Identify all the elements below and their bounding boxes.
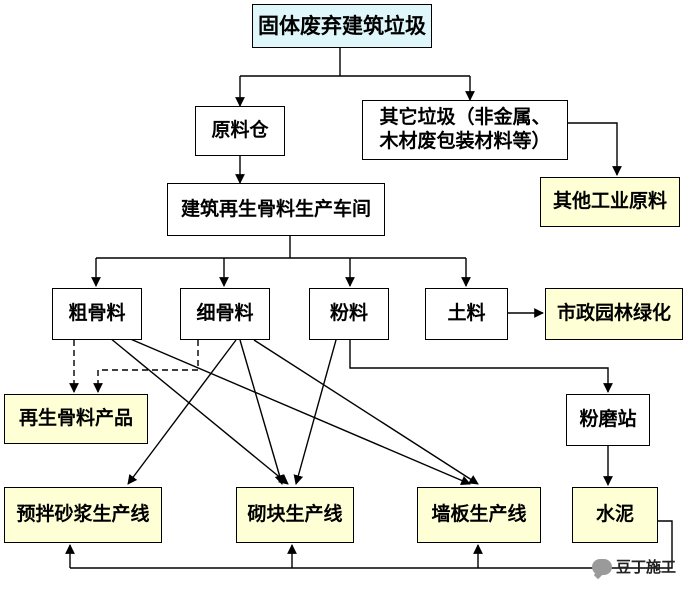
node-coarse-label: 粗骨料 bbox=[68, 302, 126, 325]
node-workshop: 建筑再生骨料生产车间 bbox=[167, 183, 385, 236]
node-recycled-product: 再生骨料产品 bbox=[4, 394, 148, 444]
edge-feedback-loop bbox=[70, 520, 673, 569]
edge-other-to-materials bbox=[568, 122, 622, 176]
node-grinding: 粉磨站 bbox=[566, 394, 650, 446]
node-fine-label: 细骨料 bbox=[196, 302, 254, 325]
node-cement: 水泥 bbox=[572, 487, 658, 543]
edge-fine-to-block bbox=[239, 339, 285, 485]
node-raw-storage: 原料仓 bbox=[195, 106, 285, 156]
watermark-text: 豆丁施工 bbox=[615, 558, 676, 576]
node-other-materials: 其他工业原料 bbox=[540, 177, 680, 227]
node-wallboard-line: 墙板生产线 bbox=[417, 487, 541, 543]
node-grinding-label: 粉磨站 bbox=[579, 408, 637, 431]
node-soil-label: 土料 bbox=[447, 302, 486, 325]
node-raw-storage-label: 原料仓 bbox=[211, 119, 269, 142]
node-powder: 粉料 bbox=[309, 288, 389, 340]
node-root: 固体废弃建筑垃圾 bbox=[252, 4, 432, 48]
node-block-line: 砌块生产线 bbox=[236, 487, 354, 543]
node-recycled-product-label: 再生骨料产品 bbox=[18, 407, 133, 430]
node-cement-label: 水泥 bbox=[595, 503, 634, 526]
node-premix-line: 预拌砂浆生产线 bbox=[4, 487, 162, 543]
node-block-line-label: 砌块生产线 bbox=[247, 503, 343, 526]
node-root-label: 固体废弃建筑垃圾 bbox=[258, 13, 426, 38]
node-other-waste-line2: 木材废包装材料等） bbox=[379, 130, 551, 152]
edge-powder-to-grinding bbox=[349, 340, 613, 393]
node-other-waste-line1: 其它垃圾（非金属、 bbox=[379, 106, 551, 129]
edge-workshop-split bbox=[96, 236, 466, 259]
edge-coarse-to-block bbox=[109, 337, 289, 485]
node-soil: 土料 bbox=[425, 288, 508, 340]
node-coarse: 粗骨料 bbox=[52, 288, 142, 340]
node-fine: 细骨料 bbox=[180, 288, 270, 340]
node-powder-label: 粉料 bbox=[329, 302, 368, 325]
edge-fine-dashed bbox=[93, 340, 199, 393]
edge-coarse-to-wallboard bbox=[127, 337, 471, 486]
edge-fine-to-wallboard bbox=[253, 339, 479, 485]
node-wallboard-line-label: 墙板生产线 bbox=[431, 503, 527, 526]
node-workshop-label: 建筑再生骨料生产车间 bbox=[180, 197, 371, 220]
watermark: 豆丁施工 bbox=[591, 556, 676, 577]
edge-fine-to-premix bbox=[127, 339, 237, 485]
node-greening: 市政园林绿化 bbox=[545, 288, 683, 340]
node-premix-line-label: 预拌砂浆生产线 bbox=[16, 503, 150, 526]
node-other-waste: 其它垃圾（非金属、 木材废包装材料等） bbox=[362, 100, 568, 160]
wechat-bubble-icon bbox=[591, 558, 612, 575]
node-other-materials-label: 其他工业原料 bbox=[552, 190, 667, 213]
edge-root-split bbox=[240, 48, 470, 77]
node-greening-label: 市政园林绿化 bbox=[556, 302, 671, 325]
edge-powder-to-block bbox=[293, 339, 337, 485]
